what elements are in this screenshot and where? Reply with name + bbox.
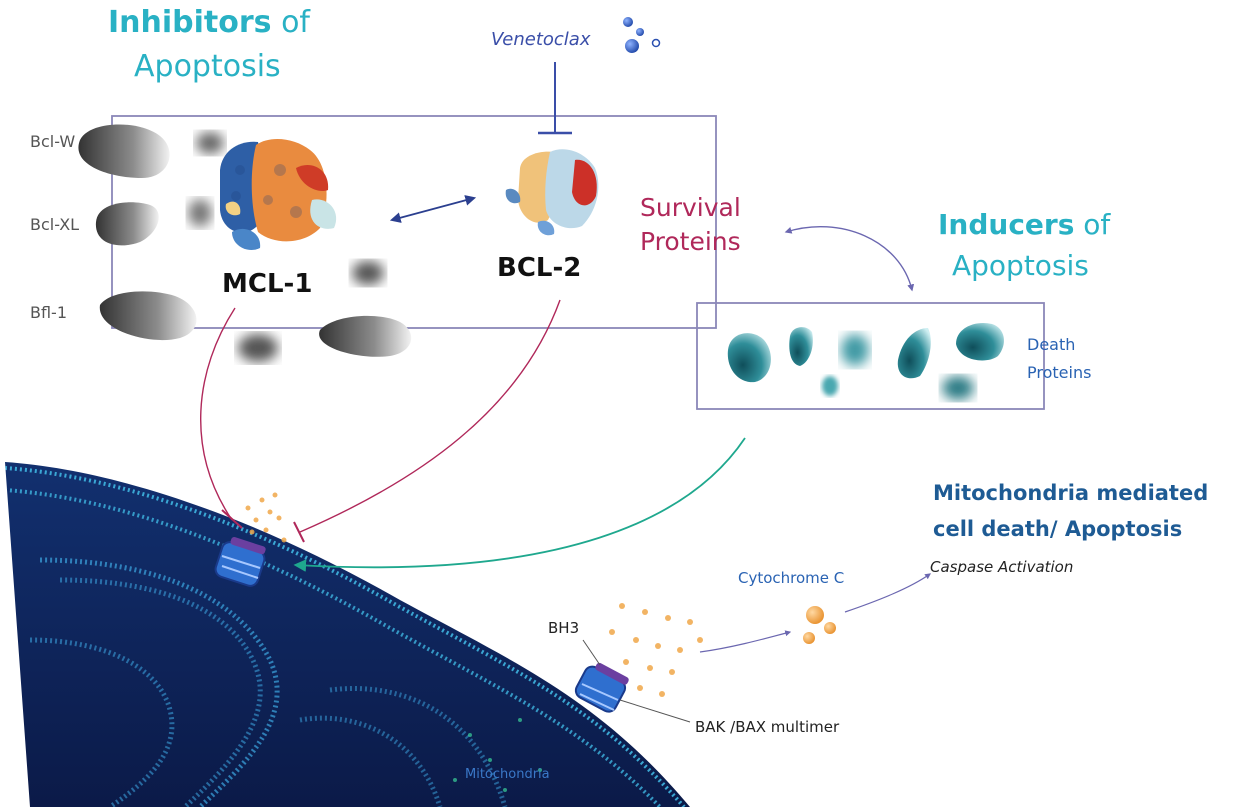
bcl-family-blobs	[78, 124, 412, 362]
cytochrome-c-icon	[803, 606, 836, 644]
mitochondrion: Mitochondria	[5, 462, 690, 807]
bak-bax-channel-upper	[214, 537, 266, 587]
venetoclax-molecule-icon	[623, 17, 661, 53]
cytochrome-label: Cytochrome C	[738, 569, 844, 587]
caspase-label: Caspase Activation	[930, 558, 1073, 576]
bcl2-inhibit-bar	[293, 521, 305, 543]
death-proteins-box	[696, 302, 1045, 410]
inducers-title-line1: Inducers of	[938, 208, 1111, 241]
bh3-label: BH3	[548, 619, 579, 637]
survival-line1: Survival	[640, 193, 741, 222]
cytochrome-particles-lower	[609, 603, 703, 697]
bak-bax-channel-lower	[574, 662, 629, 713]
bcl2-label: BCL-2	[497, 253, 581, 283]
bakbax-label: BAK /BAX multimer	[695, 718, 840, 736]
caspase-arrow	[844, 573, 931, 613]
bcl2-inhibit-line	[299, 299, 561, 533]
bcl2-structure-icon	[505, 149, 599, 236]
cytochrome-release-arrow	[699, 630, 792, 653]
death-activation-arrow	[293, 437, 746, 572]
venetoclax-label: Venetoclax	[491, 29, 591, 50]
inhibitors-title-line2: Apoptosis	[134, 49, 281, 84]
death-protein-blobs	[727, 322, 1004, 400]
death-line2: Proteins	[1027, 363, 1091, 382]
bclw-label: Bcl-W	[30, 132, 75, 151]
outcome-line2: cell death/ Apoptosis	[933, 517, 1182, 541]
bakbax-leader	[619, 699, 691, 723]
bh3-leader	[582, 639, 601, 666]
death-line1: Death	[1027, 335, 1075, 354]
outcome-line1: Mitochondria mediated	[933, 481, 1208, 505]
survival-line2: Proteins	[640, 227, 741, 256]
mcl1-inhibit-line	[200, 307, 236, 521]
mcl1-structure-icon	[220, 138, 337, 251]
cytochrome-particles-upper	[245, 492, 287, 543]
inducers-title-line2: Apoptosis	[952, 249, 1089, 282]
mitochondria-label: Mitochondria	[465, 767, 550, 782]
inhibitors-title-line1: Inhibitors of	[108, 5, 311, 40]
bfl1-label: Bfl-1	[30, 303, 67, 322]
mcl1-inhibit-bar	[221, 509, 243, 529]
bclxl-label: Bcl-XL	[30, 215, 79, 234]
mcl1-bcl2-arrow	[389, 195, 477, 223]
survival-inducers-arrow	[784, 225, 915, 292]
mcl1-label: MCL-1	[222, 269, 312, 299]
